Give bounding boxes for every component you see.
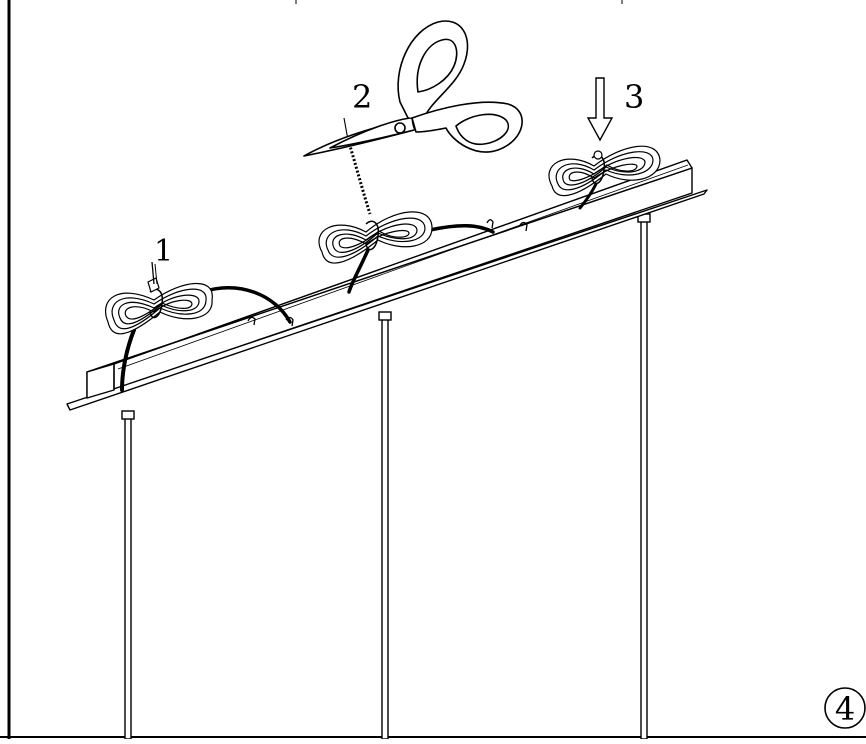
cable-right-to-rail (578, 182, 598, 210)
cable-middle-loop (428, 223, 495, 234)
suspension-rod-left (121, 410, 135, 740)
power-cables (120, 182, 598, 392)
step-indicator-badge: 4 (824, 687, 866, 729)
rail-hook (247, 316, 256, 326)
suspension-rod-right (637, 213, 651, 740)
cable-coil-middle (318, 211, 433, 264)
scissors-icon (303, 20, 523, 157)
cable-middle-to-rail (347, 248, 370, 294)
arrow-down-icon (586, 77, 614, 142)
step-indicator-number: 4 (835, 690, 855, 728)
scissors-blade-lower (329, 117, 415, 149)
suspension-rod-middle (378, 311, 392, 740)
step-label-2: 2 (352, 78, 372, 116)
coil-tie-middle (365, 220, 380, 251)
rail-hook (519, 221, 528, 232)
cable-coil-right (548, 145, 661, 197)
rail-front-face (86, 167, 693, 399)
step-label-3: 3 (624, 78, 644, 116)
step-label-1: 1 (154, 234, 173, 269)
rail-flange (66, 189, 708, 411)
cable-left-loop (200, 286, 292, 324)
rail-hook (486, 219, 494, 229)
cable-left-to-rail (120, 328, 136, 392)
ceiling-rail (66, 159, 708, 411)
cable-coil-left (105, 261, 213, 335)
scissors-pivot (394, 122, 406, 134)
